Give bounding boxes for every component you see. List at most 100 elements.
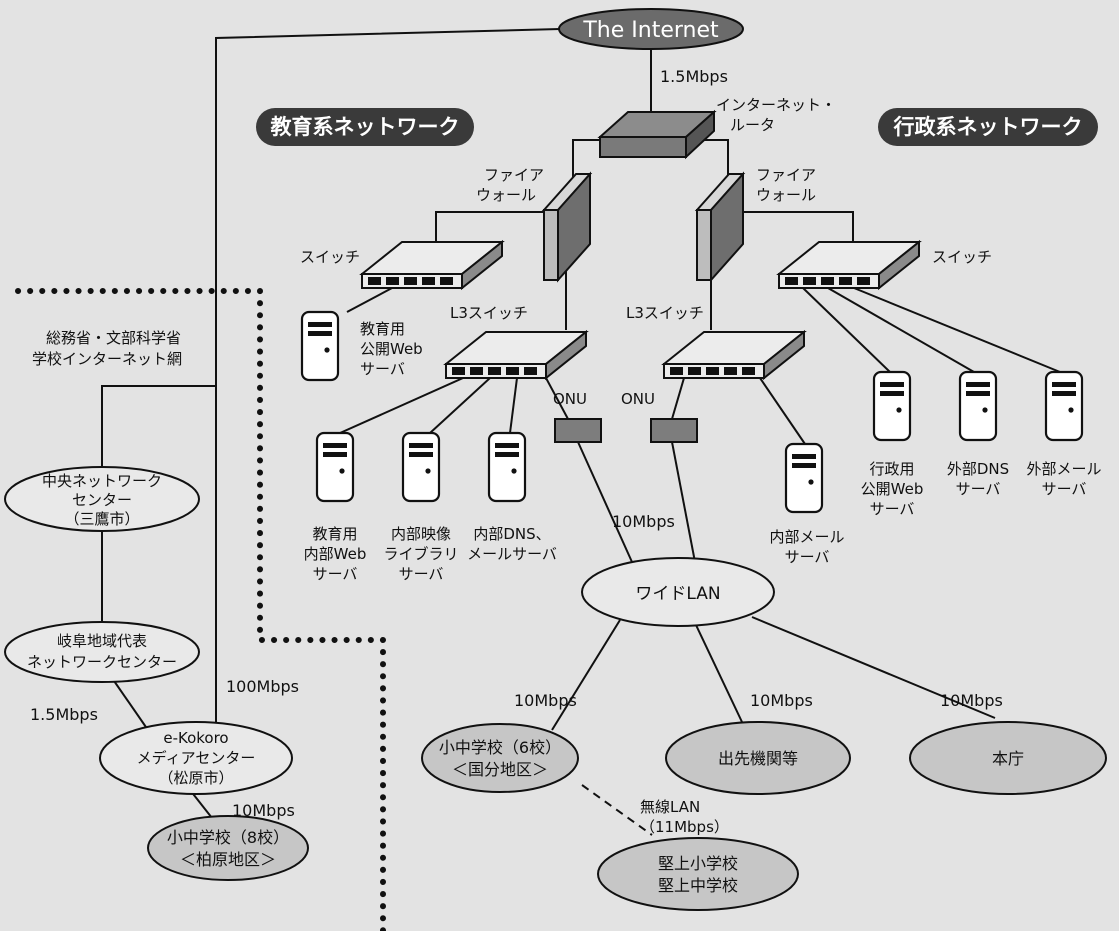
switch-left-label: スイッチ: [300, 248, 360, 266]
link-switch-ext-mail: [853, 287, 1061, 373]
admin-network-badge: 行政系ネットワーク: [878, 108, 1098, 146]
school-kashiwara-node: 小中学校（8校） ＜柏原地区＞: [147, 815, 309, 881]
link-fw-switch-right: [740, 211, 854, 242]
internal-video-label-2: ライブラリ: [383, 545, 458, 563]
gifu-center-node: 岐阜地域代表 ネットワークセンター: [4, 621, 200, 683]
link-fw-switch-left: [435, 211, 548, 242]
switch-right-label: スイッチ: [932, 248, 992, 266]
internet-label: The Internet: [582, 18, 719, 43]
internal-dns-mail-label-2: メールサーバ: [467, 545, 557, 563]
onu-right-icon: [650, 418, 698, 443]
onu-left-label: ONU: [553, 390, 587, 408]
wide-lan-label: ワイドLAN: [635, 584, 720, 604]
server-icon-external-mail: [1044, 370, 1084, 442]
link-gov-central: [101, 385, 216, 468]
speed-wan-branch: 10Mbps: [750, 691, 813, 710]
link-l3-video: [429, 377, 491, 434]
edu-public-web-label-1: 教育用: [360, 320, 405, 338]
gov-network-label-1: 総務省・文部科学省: [46, 329, 181, 347]
firewall-left-label-1: ファイア: [484, 166, 544, 184]
link-l3-edu-web: [339, 377, 464, 434]
school-kashiwara-label-2: ＜柏原地区＞: [180, 850, 276, 869]
wireless-lan-label-2: （11Mbps）: [640, 818, 729, 836]
link-wan-branch: [695, 624, 743, 723]
onu-left-icon: [554, 418, 602, 443]
speed-100: 100Mbps: [226, 677, 299, 696]
ekokoro-label-3: （松原市）: [158, 769, 233, 787]
firewall-left-label-2: ウォール: [476, 186, 536, 204]
school-kokubu-node: 小中学校（6校） ＜国分地区＞: [421, 723, 579, 793]
gifu-center-label-1: 岐阜地域代表: [57, 632, 147, 650]
edu-network-badge: 教育系ネットワーク: [256, 108, 474, 146]
switch-right-icon: [778, 241, 920, 289]
l3switch-left-label: L3スイッチ: [450, 304, 528, 322]
gifu-center-label-2: ネットワークセンター: [27, 653, 177, 671]
wireless-lan-label-1: 無線LAN: [640, 798, 700, 816]
branch-offices-label: 出先機関等: [718, 749, 798, 768]
firewall-left-icon: [541, 171, 593, 283]
admin-network-title: 行政系ネットワーク: [893, 115, 1083, 139]
internal-video-label-1: 内部映像: [391, 525, 451, 543]
branch-offices-node: 出先機関等: [665, 721, 851, 795]
link-l3-internal-mail: [759, 377, 806, 445]
admin-public-web-label-3: サーバ: [870, 500, 915, 518]
router-icon: [597, 109, 717, 160]
link-switch-public-web: [346, 287, 393, 313]
firewall-right-label-1: ファイア: [756, 166, 816, 184]
server-icon-internal-video: [401, 431, 441, 503]
external-mail-label-1: 外部メール: [1026, 460, 1101, 478]
edu-public-web-label-2: 公開Web: [360, 340, 423, 358]
l3switch-right-icon: [663, 331, 805, 379]
link-wan-school: [551, 619, 621, 731]
school-kokubu-label-2: ＜国分地区＞: [452, 760, 548, 779]
link-gifu-ekokoro: [111, 677, 149, 731]
edu-internal-web-label-1: 教育用: [312, 525, 357, 543]
admin-public-web-label-2: 公開Web: [861, 480, 924, 498]
ekokoro-label-1: e-Kokoro: [163, 729, 228, 747]
katakami-schools-node: 堅上小学校 堅上中学校: [597, 837, 799, 911]
gov-network-label-2: 学校インターネット網: [32, 350, 182, 368]
internal-mail-label-2: サーバ: [785, 548, 830, 566]
onu-right-label: ONU: [621, 390, 655, 408]
external-mail-label-2: サーバ: [1042, 480, 1087, 498]
headquarters-label: 本庁: [992, 749, 1024, 768]
central-center-node: 中央ネットワーク センター （三鷹市）: [4, 466, 200, 532]
school-kokubu-label-1: 小中学校（6校）: [439, 738, 561, 757]
internal-dns-mail-label-1: 内部DNS、: [473, 525, 550, 543]
central-center-label-3: （三鷹市）: [64, 510, 139, 528]
router-label-line1: インターネット・: [716, 96, 836, 114]
link-switch-ext-dns: [827, 287, 975, 373]
edu-internal-web-label-2: 内部Web: [304, 545, 367, 563]
speed-wan-hq: 10Mbps: [940, 691, 1003, 710]
server-icon-internal-mail: [784, 442, 824, 514]
admin-public-web-label-1: 行政用: [869, 460, 914, 478]
ekokoro-label-2: メディアセンター: [137, 749, 256, 767]
server-icon-edu-internal-web: [315, 431, 355, 503]
external-dns-label-1: 外部DNS: [947, 460, 1009, 478]
connection-lines: [101, 28, 1061, 836]
link-onu-right-wan: [671, 441, 696, 563]
link-wan-hq: [751, 616, 996, 719]
link-l3-onu-left: [545, 377, 569, 420]
router-label-line2: ルータ: [730, 116, 775, 134]
speed-kashiwara: 10Mbps: [232, 801, 295, 820]
server-icon-admin-public-web: [872, 370, 912, 442]
server-icon-external-dns: [958, 370, 998, 442]
internal-mail-label-1: 内部メール: [769, 528, 844, 546]
link-switch-admin-web: [802, 287, 891, 373]
edu-public-web-label-3: サーバ: [360, 360, 405, 378]
wide-lan-node: ワイドLAN: [581, 557, 775, 627]
boundary-dotted-line: [15, 288, 386, 931]
switch-left-icon: [361, 241, 503, 289]
katakami-schools-label-2: 堅上中学校: [658, 876, 738, 895]
firewall-right-label-2: ウォール: [756, 186, 816, 204]
link-l3-onu-right: [671, 377, 685, 420]
speed-internet-router: 1.5Mbps: [660, 67, 728, 86]
speed-onu-wan: 10Mbps: [612, 512, 675, 531]
speed-wan-school: 10Mbps: [514, 691, 577, 710]
katakami-schools-label-1: 堅上小学校: [658, 854, 738, 873]
link-wireless: [581, 784, 653, 836]
school-kashiwara-label-1: 小中学校（8校）: [167, 828, 289, 847]
server-icon-internal-dns-mail: [487, 431, 527, 503]
